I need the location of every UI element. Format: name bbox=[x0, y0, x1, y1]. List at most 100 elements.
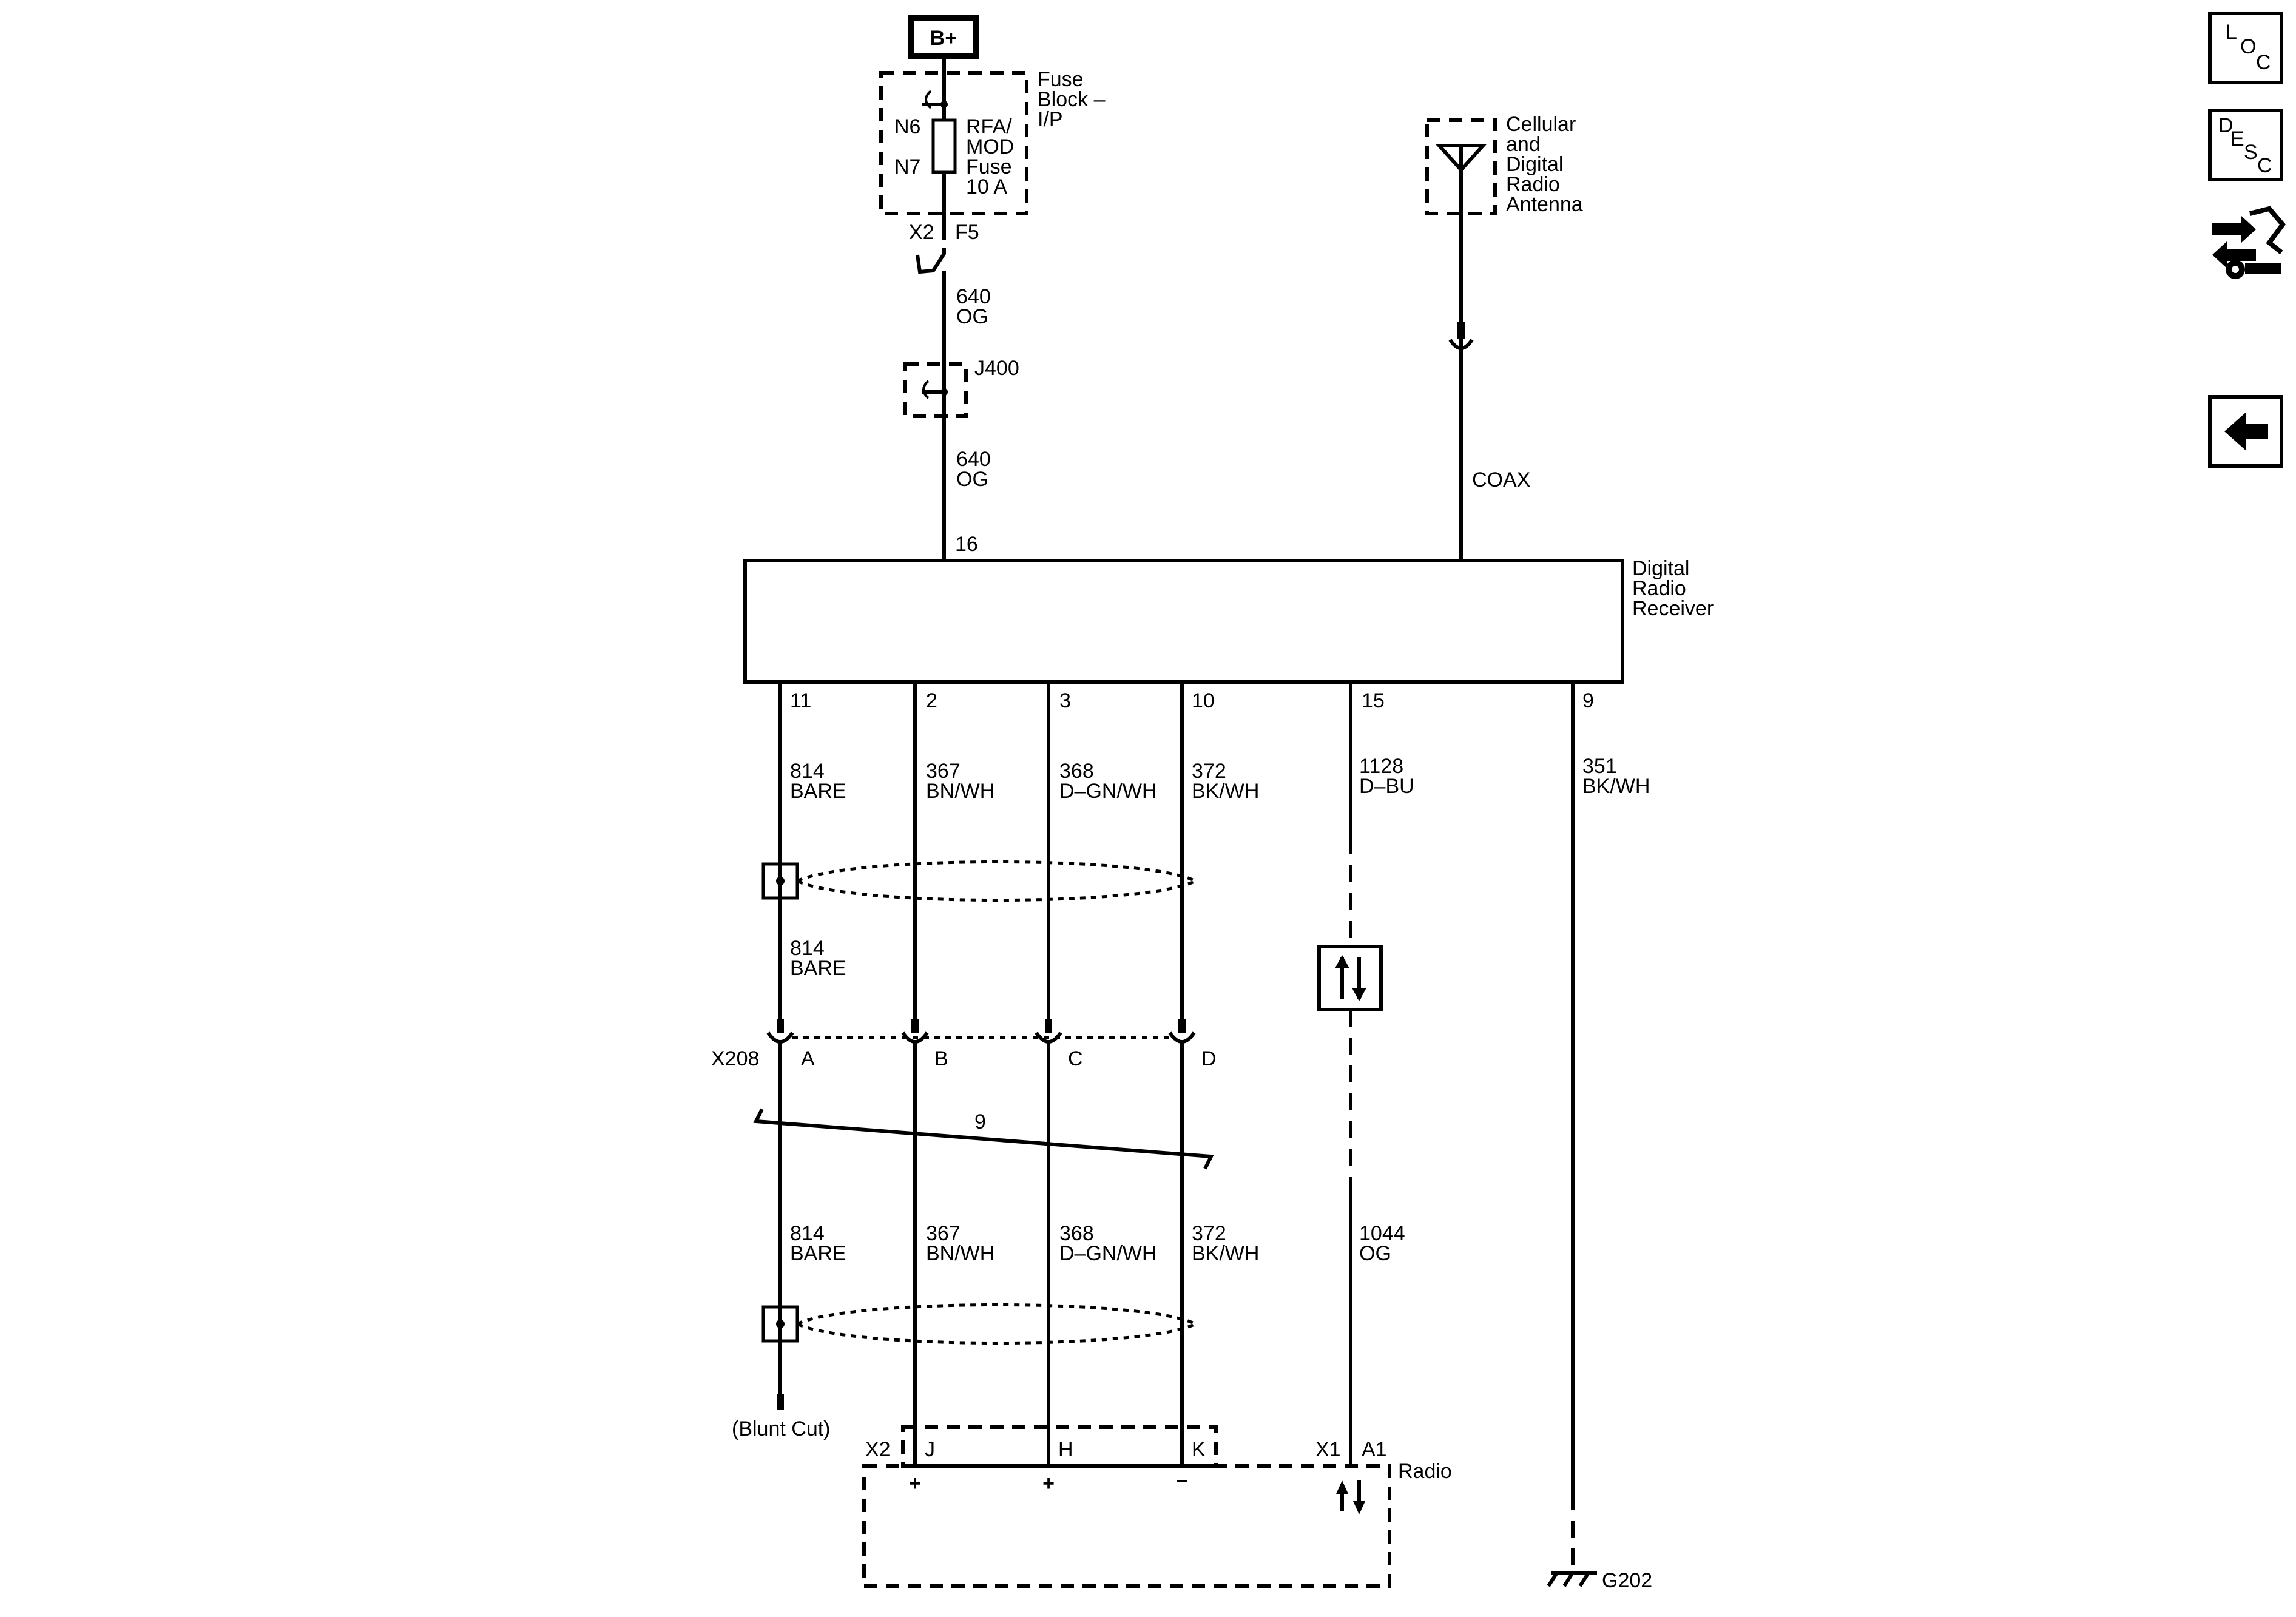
desc-letter-d: D bbox=[2218, 114, 2234, 137]
receiver-pin-2: 2 bbox=[926, 689, 937, 712]
receiver-pin-11: 11 bbox=[790, 689, 811, 712]
twist-count: 9 bbox=[974, 1110, 986, 1133]
digital-radio-receiver: Digital Radio Receiver bbox=[743, 557, 1714, 684]
blunt-cut-label: (Blunt Cut) bbox=[732, 1417, 831, 1440]
lower-wire-814-color: BARE bbox=[790, 1242, 846, 1265]
wire-640-top-circuit: 640 bbox=[956, 285, 991, 308]
upper-wire-351-circuit: 351 bbox=[1582, 755, 1617, 778]
upper-wire-1128-color: D–BU bbox=[1359, 775, 1414, 798]
coax-connector-symbol bbox=[1448, 339, 1474, 350]
inline-connector-j400: J400 bbox=[903, 357, 1019, 418]
radio-serial-data-icon bbox=[1336, 1480, 1365, 1514]
upper-wire-372-circuit: 372 bbox=[1192, 760, 1226, 783]
radio-module: X2 J H K + + – X1 A1 Radio bbox=[862, 1425, 1452, 1588]
radio-pin-a1: A1 bbox=[1362, 1438, 1387, 1461]
radio-pin-j-polarity: + bbox=[909, 1472, 921, 1495]
upper-wire-351-color: BK/WH bbox=[1582, 775, 1650, 798]
loc-letter-l: L bbox=[2226, 21, 2237, 44]
fuse-name-line1: RFA/ bbox=[966, 115, 1012, 138]
receiver-name-line1: Digital bbox=[1632, 557, 1689, 580]
lower-wire-367-circuit: 367 bbox=[926, 1222, 961, 1245]
receiver-pin-15: 15 bbox=[1362, 689, 1385, 712]
loc-letter-c: C bbox=[2256, 51, 2271, 74]
upper-wire-367-color: BN/WH bbox=[926, 780, 994, 803]
antenna-name-line5: Antenna bbox=[1506, 193, 1583, 216]
back-button[interactable] bbox=[2208, 395, 2283, 468]
receiver-pin-10: 10 bbox=[1192, 689, 1215, 712]
battery-power-label: B+ bbox=[930, 27, 957, 50]
upper-wire-814-color: BARE bbox=[790, 780, 846, 803]
fuse-rating: 10 A bbox=[966, 175, 1007, 198]
receiver-name-line2: Radio bbox=[1632, 577, 1686, 600]
rfa-mod-fuse-10a bbox=[931, 118, 957, 174]
fuse-pin-n7: N7 bbox=[894, 155, 920, 178]
wire-640-bottom-circuit: 640 bbox=[956, 448, 991, 471]
lower-wire-368-color: D–GN/WH bbox=[1059, 1242, 1157, 1265]
description-button[interactable]: D E S C bbox=[2208, 109, 2283, 181]
antenna-name-line2: and bbox=[1506, 133, 1541, 156]
coax-label: COAX bbox=[1472, 468, 1530, 491]
fuse-block-name-line3: I/P bbox=[1038, 108, 1063, 131]
fuse-pin-n6: N6 bbox=[894, 115, 920, 138]
x208-pin-d: D bbox=[1201, 1047, 1217, 1070]
antenna-name-line4: Radio bbox=[1506, 173, 1560, 196]
receiver-pin-9: 9 bbox=[1582, 689, 1594, 712]
desc-letter-s: S bbox=[2244, 141, 2258, 164]
upper-wire-368-color: D–GN/WH bbox=[1059, 780, 1157, 803]
fuse-connector-x2: X2 bbox=[909, 221, 934, 244]
upper-wire-372-color: BK/WH bbox=[1192, 780, 1259, 803]
battery-power-source: B+ bbox=[908, 15, 979, 59]
upper-wire-367-circuit: 367 bbox=[926, 760, 961, 783]
receiver-name-line3: Receiver bbox=[1632, 597, 1714, 620]
desc-letter-e: E bbox=[2230, 127, 2244, 150]
ground-label: G202 bbox=[1602, 1569, 1652, 1592]
lower-wire-368-circuit: 368 bbox=[1059, 1222, 1094, 1245]
upper-wire-814-circuit: 814 bbox=[790, 760, 825, 783]
twisted-wire-marker: 9 bbox=[753, 1108, 1214, 1170]
connector-repair-wrench-icon[interactable] bbox=[2212, 206, 2286, 279]
lower-wire-1044-circuit: 1044 bbox=[1359, 1222, 1405, 1245]
lower-wire-372-color: BK/WH bbox=[1192, 1242, 1259, 1265]
x208-pin-a: A bbox=[801, 1047, 815, 1070]
j400-label: J400 bbox=[974, 357, 1019, 380]
fuse-block-name-line1: Fuse bbox=[1038, 68, 1084, 91]
lower-wire-372-circuit: 372 bbox=[1192, 1222, 1226, 1245]
x208-pin-c: C bbox=[1068, 1047, 1083, 1070]
cellular-digital-radio-antenna: Cellular and Digital Radio Antenna bbox=[1425, 113, 1583, 216]
x208-pin-b: B bbox=[934, 1047, 948, 1070]
fuse-block-name-line2: Block – bbox=[1038, 88, 1106, 111]
radio-pin-j: J bbox=[925, 1438, 935, 1461]
radio-connector-x2: X2 bbox=[865, 1438, 891, 1461]
radio-pin-k-polarity: – bbox=[1177, 1468, 1188, 1491]
location-button[interactable]: L O C bbox=[2208, 12, 2283, 84]
wire-640-top-color: OG bbox=[956, 305, 988, 328]
ground-g202: G202 bbox=[1547, 1569, 1652, 1592]
lower-twisted-pair-shield bbox=[761, 1303, 1199, 1345]
serial-data-icon bbox=[1317, 945, 1383, 1011]
fuse-block-ip: N6 N7 RFA/ MOD Fuse 10 A Fuse Block – I/… bbox=[879, 68, 1106, 240]
radio-name: Radio bbox=[1398, 1460, 1452, 1483]
drain-mid-circuit: 814 bbox=[790, 937, 825, 960]
fuse-output-connector-symbol bbox=[916, 248, 946, 274]
antenna-name-line3: Digital bbox=[1506, 153, 1563, 176]
receiver-pin-16: 16 bbox=[955, 533, 978, 556]
upper-wire-1128-circuit: 1128 bbox=[1359, 755, 1403, 778]
upper-twisted-pair-shield bbox=[761, 860, 1199, 902]
radio-pin-h-polarity: + bbox=[1042, 1472, 1055, 1495]
fuse-name-line2: MOD bbox=[966, 135, 1014, 158]
upper-wire-368-circuit: 368 bbox=[1059, 760, 1094, 783]
lower-wire-814-circuit: 814 bbox=[790, 1222, 825, 1245]
wire-640-bottom-color: OG bbox=[956, 468, 988, 491]
drain-mid-color: BARE bbox=[790, 957, 846, 980]
lower-wire-367-color: BN/WH bbox=[926, 1242, 994, 1265]
inline-connector-x208: X208 A B C D bbox=[711, 1019, 1217, 1070]
desc-letter-c: C bbox=[2257, 154, 2272, 177]
lower-wire-1044-color: OG bbox=[1359, 1242, 1391, 1265]
radio-pin-h: H bbox=[1058, 1438, 1073, 1461]
antenna-icon bbox=[1435, 144, 1487, 173]
radio-pin-k: K bbox=[1192, 1438, 1206, 1461]
radio-connector-x1: X1 bbox=[1315, 1438, 1341, 1461]
receiver-pin-3: 3 bbox=[1059, 689, 1071, 712]
fuse-name-line3: Fuse bbox=[966, 155, 1012, 178]
